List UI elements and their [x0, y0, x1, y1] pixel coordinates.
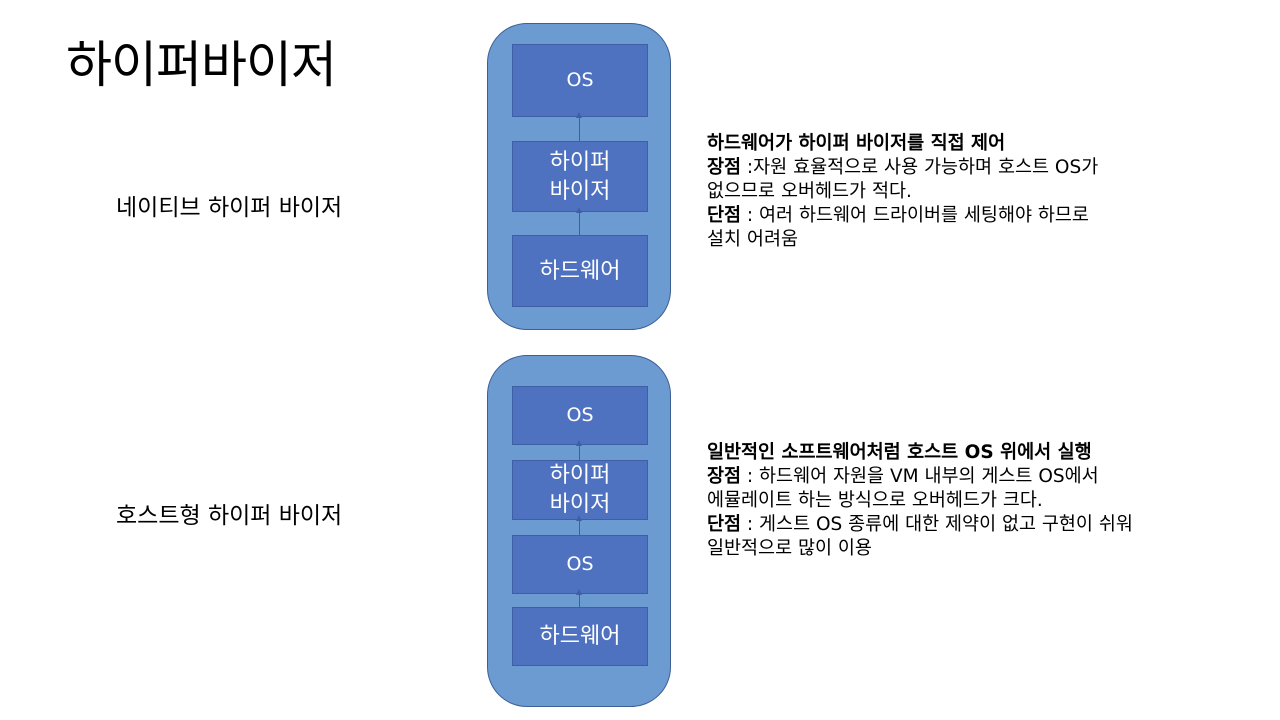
hosted-hypervisor-layer: 하이퍼 바이저 — [512, 460, 648, 520]
native-hypervisor-stack: OS 하이퍼 바이저 하드웨어 — [487, 23, 671, 330]
hosted-cons-label: 단점 — [707, 514, 742, 535]
hosted-arrow-hypervisor-to-os — [576, 440, 582, 460]
hosted-host-os-label: OS — [566, 553, 594, 575]
native-hypervisor-layer: 하이퍼 바이저 — [512, 141, 648, 212]
hosted-hardware-label: 하드웨어 — [539, 624, 621, 649]
hosted-cons-text-cont: 일반적으로 많이 이용 — [707, 538, 872, 559]
hosted-description: 일반적인 소프트웨어처럼 호스트 OS 위에서 실행 장점 : 하드웨어 자원을… — [707, 441, 1133, 561]
native-cons-label: 단점 — [707, 205, 742, 226]
native-cons-text: : 여러 하드웨어 드라이버를 세팅해야 하므로 — [741, 205, 1089, 226]
native-arrow-hardware-to-hypervisor — [576, 207, 582, 235]
hosted-arrow-os-to-hypervisor — [576, 515, 582, 535]
hosted-hypervisor-label: 호스트형 하이퍼 바이저 — [116, 503, 343, 529]
native-hypervisor-label: 네이티브 하이퍼 바이저 — [116, 195, 343, 221]
hosted-arrow-hardware-to-os — [576, 589, 582, 607]
native-pros-text-cont: 없으므로 오버헤드가 적다. — [707, 181, 912, 202]
hosted-guest-os-layer: OS — [512, 386, 648, 445]
native-arrow-hypervisor-to-os — [576, 112, 582, 141]
native-heading: 하드웨어가 하이퍼 바이저를 직접 제어 — [707, 133, 1006, 154]
native-hypervisor-label-line2: 바이저 — [549, 178, 611, 204]
hosted-heading: 일반적인 소프트웨어처럼 호스트 OS 위에서 실행 — [707, 442, 1092, 463]
hosted-guest-os-label: OS — [566, 404, 594, 426]
hosted-hardware-layer: 하드웨어 — [512, 607, 648, 666]
hosted-hypervisor-label-line1: 하이퍼 — [549, 463, 611, 488]
native-os-label: OS — [566, 69, 594, 91]
hosted-hypervisor-label-line2: 바이저 — [549, 492, 611, 517]
native-hardware-label: 하드웨어 — [539, 258, 621, 284]
hosted-pros-label: 장점 — [707, 466, 742, 487]
hosted-hypervisor-stack: OS 하이퍼 바이저 OS 하드웨어 — [487, 355, 671, 707]
native-hardware-layer: 하드웨어 — [512, 235, 648, 307]
native-description: 하드웨어가 하이퍼 바이저를 직접 제어 장점 :자원 효율적으로 사용 가능하… — [707, 132, 1098, 252]
slide-title: 하이퍼바이저 — [66, 36, 337, 94]
native-cons-text-cont: 설치 어려움 — [707, 229, 798, 250]
native-pros-text: :자원 효율적으로 사용 가능하며 호스트 OS가 — [741, 157, 1099, 178]
native-os-layer: OS — [512, 44, 648, 117]
hosted-host-os-layer: OS — [512, 535, 648, 594]
native-pros-label: 장점 — [707, 157, 742, 178]
hosted-pros-text: : 하드웨어 자원을 VM 내부의 게스트 OS에서 — [741, 466, 1099, 487]
native-hypervisor-label-line1: 하이퍼 — [549, 149, 611, 175]
hosted-pros-text-cont: 에뮬레이트 하는 방식으로 오버헤드가 크다. — [707, 490, 1043, 511]
hosted-cons-text: : 게스트 OS 종류에 대한 제약이 없고 구현이 쉬워 — [741, 514, 1133, 535]
